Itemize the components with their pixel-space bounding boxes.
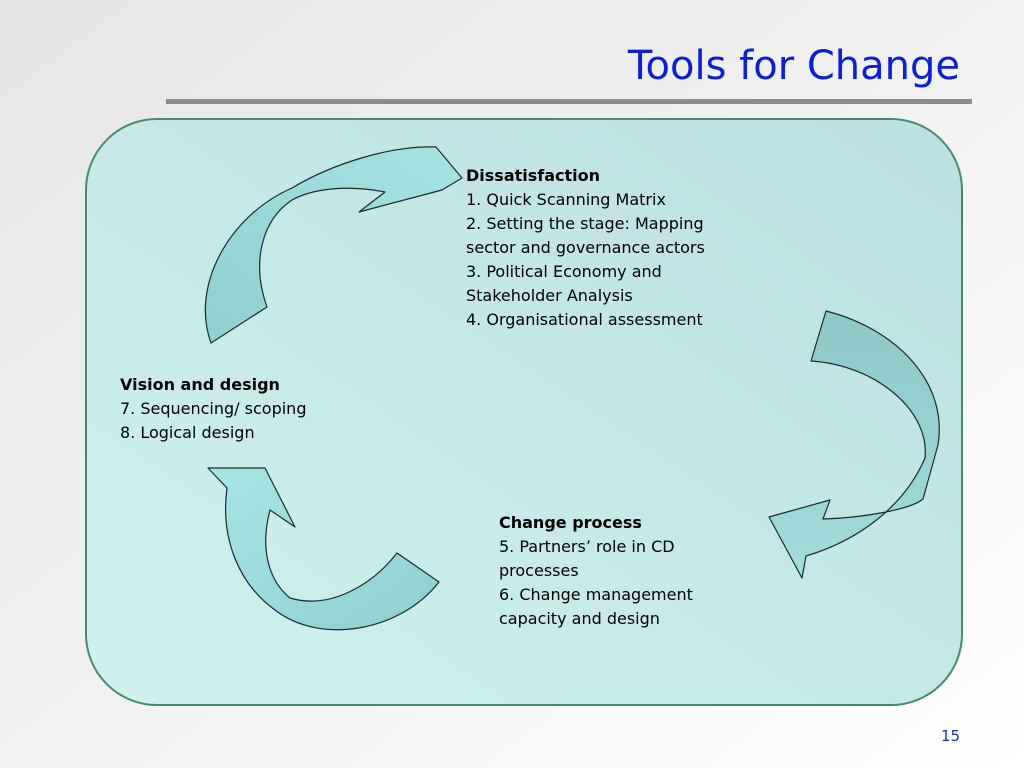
change-process-line: processes [499,561,579,580]
diagram-panel [85,118,963,706]
dissatisfaction-line: sector and governance actors [466,238,705,257]
change-process-line: 5. Partners’ role in CD [499,537,675,556]
dissatisfaction-line: Stakeholder Analysis [466,286,633,305]
vision-design-text: Vision and design 7. Sequencing/ scoping… [120,373,360,445]
vision-design-line: 7. Sequencing/ scoping [120,399,307,418]
change-process-line: 6. Change management [499,585,693,604]
arrow-right [768,310,940,579]
change-process-text: Change process 5. Partners’ role in CD p… [499,511,749,631]
change-process-heading: Change process [499,513,642,532]
dissatisfaction-line: 3. Political Economy and [466,262,662,281]
change-process-line: capacity and design [499,609,660,628]
vision-design-heading: Vision and design [120,375,280,394]
dissatisfaction-line: 2. Setting the stage: Mapping [466,214,704,233]
dissatisfaction-line: 4. Organisational assessment [466,310,703,329]
title-underline [166,99,972,104]
dissatisfaction-text: Dissatisfaction 1. Quick Scanning Matrix… [466,164,756,332]
dissatisfaction-line: 1. Quick Scanning Matrix [466,190,666,209]
page-number: 15 [941,727,961,745]
vision-design-line: 8. Logical design [120,423,255,442]
dissatisfaction-heading: Dissatisfaction [466,166,601,185]
slide-title: Tools for Change [627,43,960,89]
arrow-bottom-left [207,467,440,631]
arrow-top-left [204,146,463,344]
